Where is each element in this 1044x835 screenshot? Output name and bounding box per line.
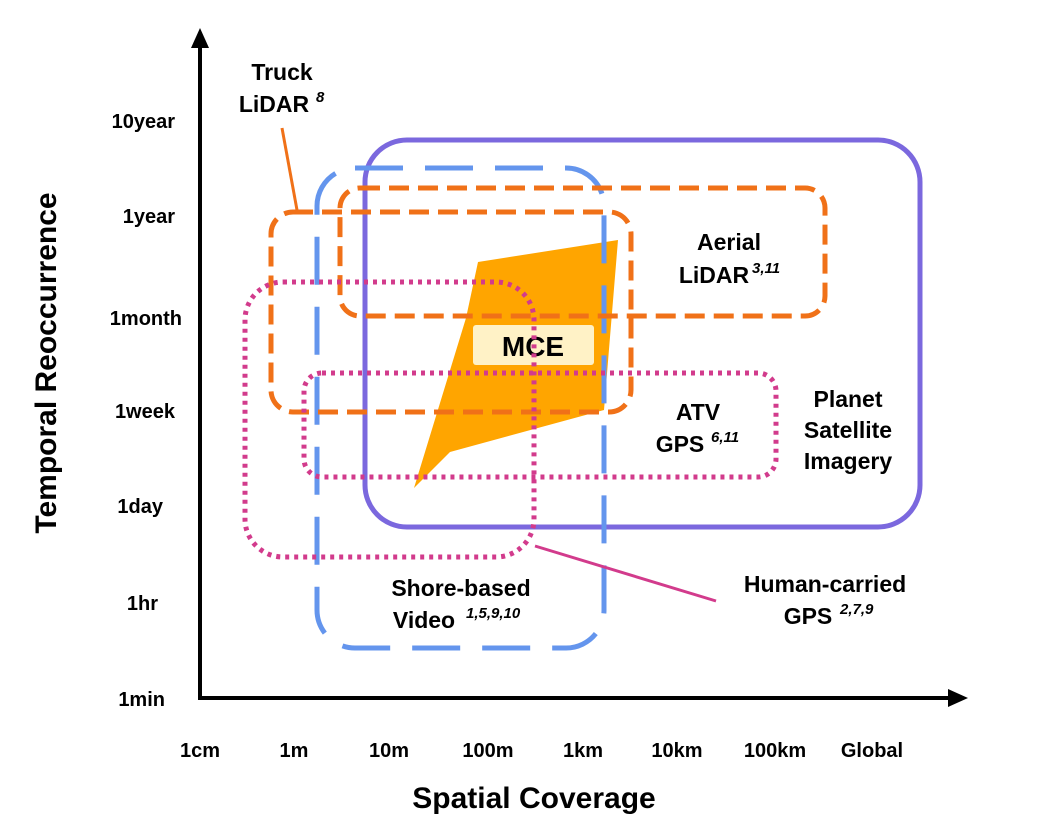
- atv-gps-box: [301, 370, 779, 480]
- y-tick-label: 1hr: [127, 593, 158, 615]
- human-gps-box: [242, 279, 537, 560]
- atv-gps-refs: 6,11: [711, 429, 739, 446]
- y-tick-label: 1week: [115, 401, 176, 423]
- shore-video-label: Shore-based Video 1,5,9,10: [391, 575, 530, 633]
- aerial-lidar-label-line1: Aerial: [697, 229, 761, 255]
- atv-gps-label: ATV GPS 6,11: [656, 399, 739, 457]
- planet-label-line3: Imagery: [804, 448, 892, 474]
- human-gps-leader: [534, 544, 717, 603]
- mce-region: MCE: [414, 240, 618, 488]
- x-tick-label: 1cm: [180, 740, 220, 762]
- y-tick-label: 10year: [112, 111, 176, 133]
- y-tick-labels: 10year 1year 1month 1week 1day 1hr 1min: [110, 111, 182, 711]
- y-tick-label: 1min: [118, 689, 165, 711]
- aerial-lidar-box: [337, 185, 828, 319]
- x-tick-label: 1m: [280, 740, 309, 762]
- planet-label-line1: Planet: [813, 386, 882, 412]
- y-axis-title: Temporal Reoccurrence: [30, 192, 63, 533]
- shore-video-label-line2: Video: [393, 607, 455, 633]
- y-tick-label: 1year: [123, 206, 175, 228]
- y-axis-arrow: [191, 28, 209, 48]
- truck-lidar-label: Truck LiDAR 8: [239, 59, 325, 117]
- shore-video-box: [314, 165, 607, 651]
- human-gps-label-line1: Human-carried: [744, 571, 906, 597]
- x-tick-label: Global: [841, 740, 903, 762]
- truck-lidar-label-line1: Truck: [251, 59, 313, 85]
- atv-gps-label-line2: GPS: [656, 431, 705, 457]
- shore-video-label-line1: Shore-based: [391, 575, 530, 601]
- aerial-lidar-label: Aerial LiDAR 3,11: [679, 229, 780, 288]
- x-tick-label: 1km: [563, 740, 603, 762]
- truck-lidar-box: [268, 209, 634, 415]
- atv-gps-label-line1: ATV: [676, 399, 721, 425]
- truck-lidar-leader: [280, 127, 299, 211]
- truck-lidar-refs: 8: [316, 89, 325, 106]
- planet-satellite-box: [362, 137, 923, 530]
- x-tick-label: 100km: [744, 740, 806, 762]
- x-tick-labels: 1cm 1m 10m 100m 1km 10km 100km Global: [180, 740, 903, 762]
- y-tick-label: 1day: [117, 496, 163, 518]
- planet-label-line2: Satellite: [804, 417, 892, 443]
- human-gps-refs: 2,7,9: [839, 601, 874, 618]
- y-tick-label: 1month: [110, 308, 182, 330]
- axes: [191, 28, 968, 707]
- truck-lidar-label-line2: LiDAR: [239, 91, 310, 117]
- human-gps-label: Human-carried GPS 2,7,9: [744, 571, 906, 629]
- x-tick-label: 100m: [462, 740, 513, 762]
- x-tick-label: 10km: [651, 740, 702, 762]
- planet-satellite-label: Planet Satellite Imagery: [804, 386, 892, 474]
- shore-video-refs: 1,5,9,10: [466, 605, 521, 622]
- aerial-lidar-refs: 3,11: [752, 260, 780, 277]
- x-axis-title: Spatial Coverage: [412, 782, 655, 815]
- x-axis-arrow: [948, 689, 968, 707]
- x-tick-label: 10m: [369, 740, 409, 762]
- human-gps-label-line2: GPS: [784, 603, 833, 629]
- aerial-lidar-label-line2: LiDAR: [679, 262, 750, 288]
